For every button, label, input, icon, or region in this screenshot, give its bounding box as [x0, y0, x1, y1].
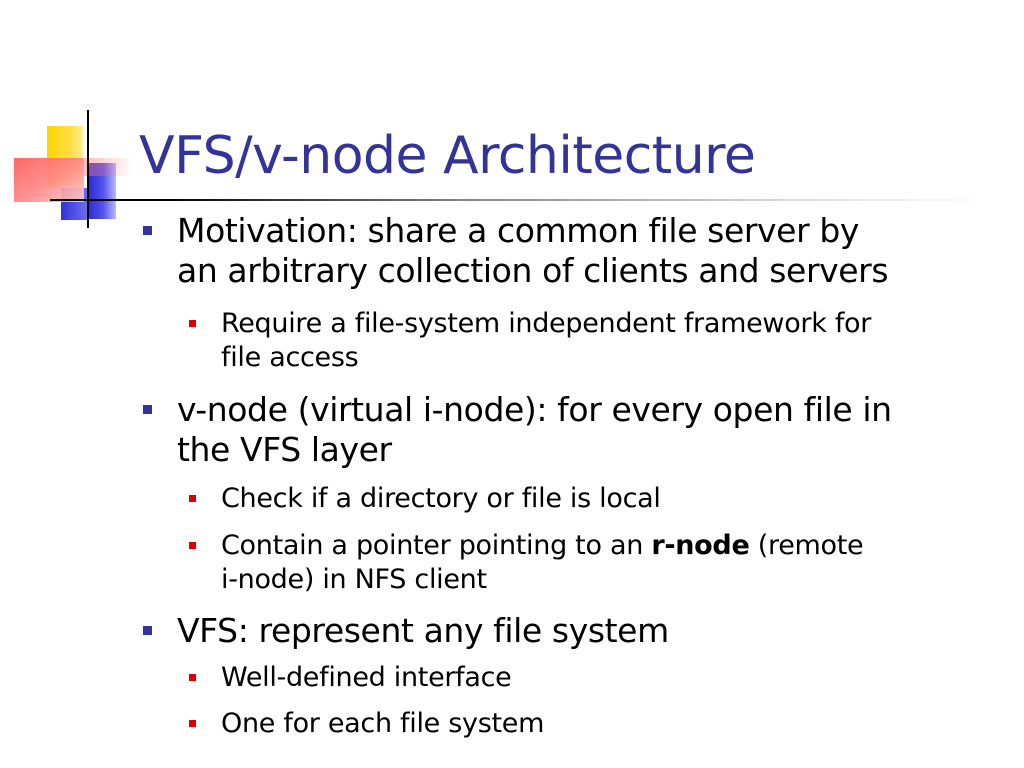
sub-bullet-line: Contain a pointer pointing to an r-node … [221, 529, 981, 563]
bullet-text-cont: the VFS layer [177, 430, 392, 469]
sub-bullet-text-pre: Contain a pointer pointing to an [221, 530, 652, 561]
bullet-text: Motivation: share a common file server b… [177, 211, 860, 250]
logo-red-fade [84, 158, 134, 176]
square-bullet-icon [189, 674, 196, 681]
sub-bullet-text-bold: r-node [651, 530, 750, 561]
square-bullet-icon [143, 405, 152, 414]
sub-bullet-text: Require a file-system independent framew… [221, 308, 872, 339]
sub-bullet-text: Check if a directory or file is local [221, 483, 661, 514]
sub-bullet-text: One for each file system [221, 708, 545, 739]
sub-bullet-text-cont: i-node) in NFS client [221, 564, 487, 595]
bullet-item: VFS: represent any file system [143, 611, 977, 651]
sub-bullet-item: One for each file system [189, 707, 981, 741]
decorative-logo [0, 0, 150, 240]
logo-vertical-line [87, 110, 89, 228]
logo-red-square [14, 158, 84, 202]
sub-bullet-item: Check if a directory or file is local [189, 482, 981, 516]
square-bullet-icon [189, 720, 196, 727]
slide-title: VFS/v-node Architecture [139, 126, 756, 186]
sub-bullet-text-cont: file access [221, 342, 359, 373]
title-underline [50, 199, 990, 201]
sub-bullet-item: Well-defined interface [189, 661, 981, 695]
square-bullet-icon [143, 226, 152, 235]
bullet-text: VFS: represent any file system [177, 611, 669, 650]
bullet-text: v-node (virtual i-node): for every open … [177, 390, 892, 429]
bullet-text-cont: an arbitrary collection of clients and s… [177, 251, 889, 290]
square-bullet-icon [189, 320, 196, 327]
bullet-item: Motivation: share a common file server b… [143, 211, 977, 291]
square-bullet-icon [143, 626, 152, 635]
square-bullet-icon [189, 495, 196, 502]
square-bullet-icon [189, 542, 196, 549]
sub-bullet-text-post: (remote [749, 530, 864, 561]
sub-bullet-item: Require a file-system independent framew… [189, 307, 981, 375]
sub-bullet-text: Well-defined interface [221, 662, 512, 693]
sub-bullet-item: Contain a pointer pointing to an r-node … [189, 529, 981, 597]
bullet-item: v-node (virtual i-node): for every open … [143, 390, 977, 470]
